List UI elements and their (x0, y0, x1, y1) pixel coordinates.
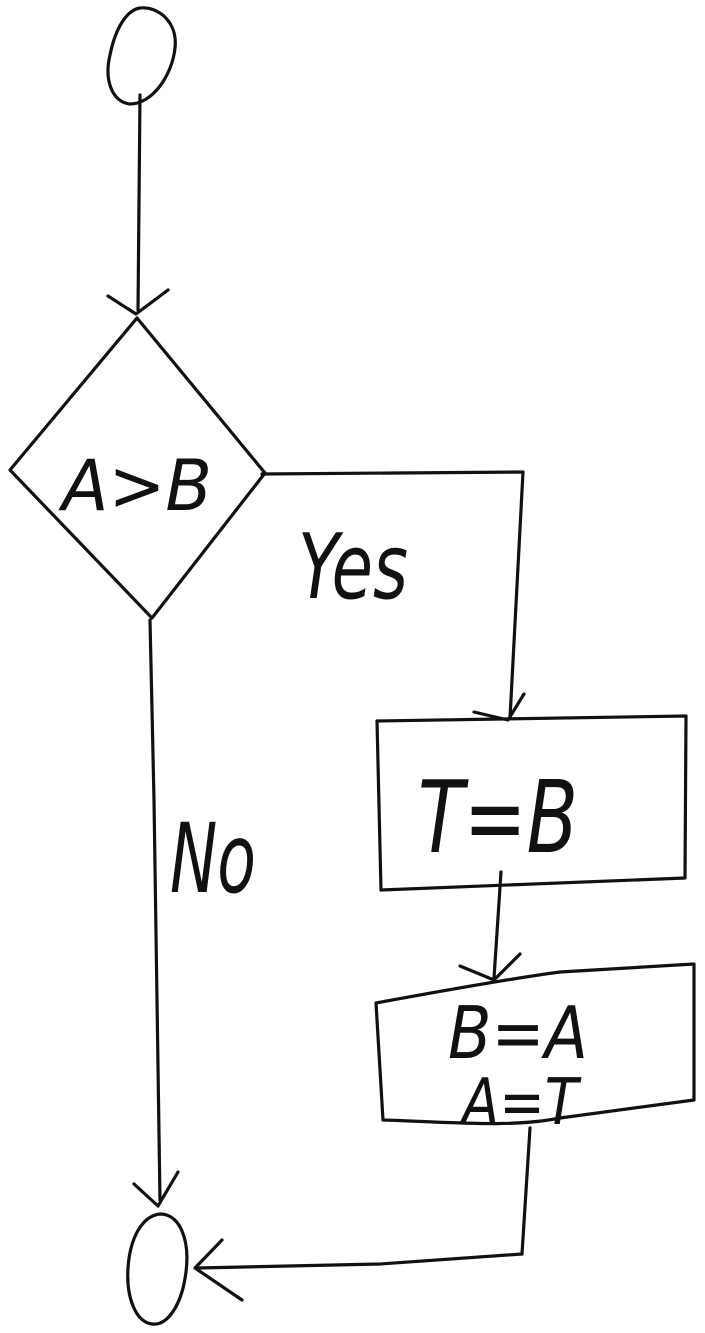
process-1-to-2-arrow (492, 870, 503, 980)
decision-label: A>B (58, 445, 212, 527)
process-box-1-label: T=B (418, 759, 578, 876)
start-terminal (106, 6, 177, 106)
yes-label: Yes (298, 515, 408, 620)
process-box-2-line-2: A=T (459, 1066, 583, 1140)
yes-branch-arrowhead (472, 692, 526, 722)
process-1-to-2-arrowhead (458, 952, 522, 982)
process-2-to-end-line (196, 1126, 532, 1270)
process-2-to-end-arrowhead (193, 1238, 244, 1302)
process-box-2 (374, 962, 696, 1126)
start-to-decision-arrow (136, 93, 142, 312)
end-terminal (126, 1212, 189, 1326)
no-label: No (170, 803, 256, 915)
process-box-1 (375, 714, 688, 892)
no-branch-arrowhead (132, 1170, 180, 1208)
start-to-decision-arrowhead (106, 288, 170, 316)
decision-diamond (8, 316, 267, 620)
process-box-2-line-1: B=A (448, 991, 588, 1075)
yes-branch-line (260, 470, 525, 720)
no-branch-line (148, 618, 162, 1202)
